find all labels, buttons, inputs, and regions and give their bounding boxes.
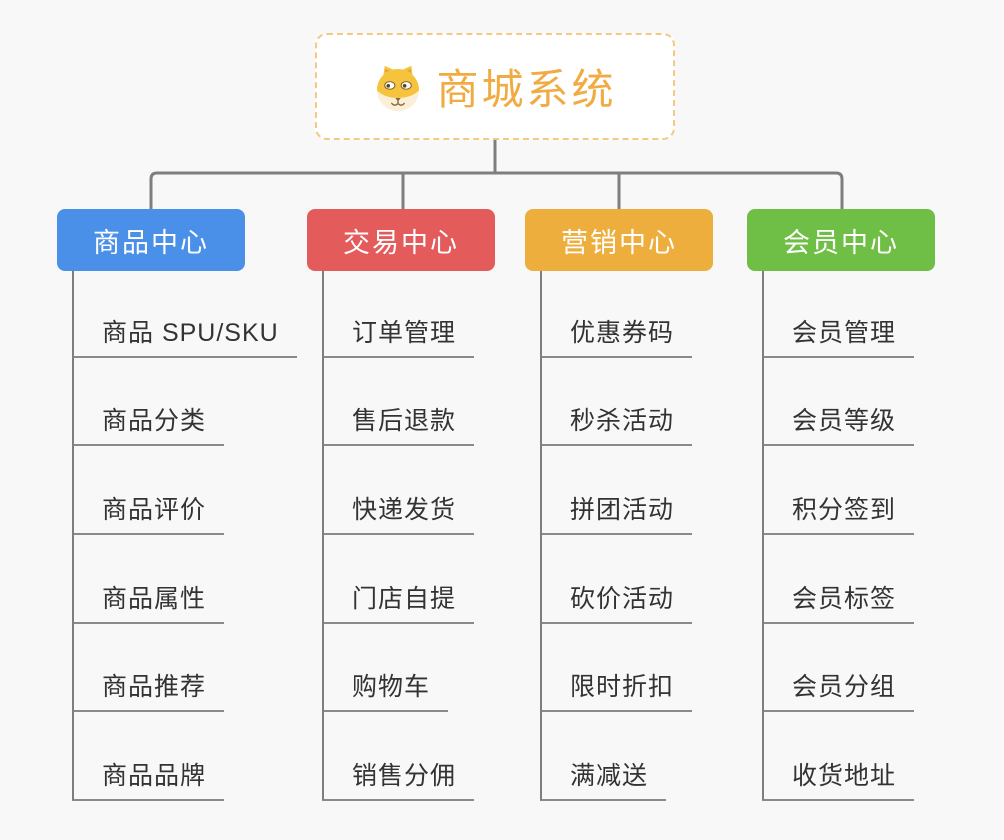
branch-node-label: 会员中心 <box>783 227 899 258</box>
mindmap-item-label[interactable]: 会员标签 <box>762 579 915 624</box>
mindmap-item-label[interactable]: 商品推荐 <box>72 667 225 713</box>
mindmap-item: 满减送 <box>540 714 785 803</box>
mindmap-item-label[interactable]: 商品评价 <box>72 490 225 536</box>
mindmap-item: 会员标签 <box>762 537 1004 626</box>
branch-node-member-center[interactable]: 会员中心 <box>747 209 935 271</box>
mindmap-item: 砍价活动 <box>540 537 785 626</box>
branch-spine-line <box>322 271 324 800</box>
branch-node-marketing-center[interactable]: 营销中心 <box>525 209 713 271</box>
mindmap-item: 订单管理 <box>322 271 567 360</box>
branch-spine-line <box>72 271 74 800</box>
mindmap-item-label[interactable]: 会员分组 <box>762 667 915 713</box>
branch-node-label: 商品中心 <box>93 227 209 258</box>
mindmap-item-label[interactable]: 砍价活动 <box>540 579 693 624</box>
mindmap-item-label[interactable]: 购物车 <box>322 667 449 713</box>
mindmap-item: 秒杀活动 <box>540 360 785 449</box>
mindmap-item: 商品品牌 <box>72 714 317 803</box>
mindmap-item-label[interactable]: 会员等级 <box>762 401 915 447</box>
branch-member-center: 会员中心 会员管理 会员等级 积分签到 会员标签 会员分组 收货地址 <box>747 209 1004 803</box>
mindmap-item-label[interactable]: 积分签到 <box>762 490 915 536</box>
mindmap-item: 商品属性 <box>72 537 317 626</box>
mindmap-item-label[interactable]: 商品分类 <box>72 401 225 447</box>
mindmap-item-label[interactable]: 订单管理 <box>322 313 475 358</box>
mindmap-item: 购物车 <box>322 626 567 715</box>
mindmap-item-label[interactable]: 拼团活动 <box>540 490 693 536</box>
mindmap-item-label[interactable]: 收货地址 <box>762 756 915 802</box>
mindmap-item: 门店自提 <box>322 537 567 626</box>
mindmap-item: 商品 SPU/SKU <box>72 271 317 360</box>
branch-marketing-center: 营销中心 优惠券码 秒杀活动 拼团活动 砍价活动 限时折扣 满减送 <box>525 209 785 803</box>
branch-spine-line <box>762 271 764 800</box>
branch-trade-center: 交易中心 订单管理 售后退款 快递发货 门店自提 购物车 销售分佣 <box>307 209 567 803</box>
mindmap-item: 销售分佣 <box>322 714 567 803</box>
mindmap-item: 会员等级 <box>762 360 1004 449</box>
mindmap-item-label[interactable]: 门店自提 <box>322 579 475 624</box>
mindmap-item-label[interactable]: 秒杀活动 <box>540 401 693 447</box>
branch-spine-line <box>540 271 542 800</box>
mindmap-item: 优惠券码 <box>540 271 785 360</box>
mindmap-item: 会员分组 <box>762 626 1004 715</box>
mindmap-item: 拼团活动 <box>540 448 785 537</box>
mindmap-item: 商品评价 <box>72 448 317 537</box>
mindmap-item: 快递发货 <box>322 448 567 537</box>
mindmap-item: 限时折扣 <box>540 626 785 715</box>
branch-product-center: 商品中心 商品 SPU/SKU 商品分类 商品评价 商品属性 商品推荐 商品品牌 <box>57 209 317 803</box>
branch-node-trade-center[interactable]: 交易中心 <box>307 209 495 271</box>
branch-node-label: 交易中心 <box>343 227 459 258</box>
branch-node-label: 营销中心 <box>561 227 677 258</box>
mindmap-item-label[interactable]: 满减送 <box>540 756 667 802</box>
branch-item-list: 订单管理 售后退款 快递发货 门店自提 购物车 销售分佣 <box>322 271 567 803</box>
mindmap-item-label[interactable]: 商品 SPU/SKU <box>72 313 297 358</box>
root-node-label: 商城系统 <box>436 66 617 113</box>
mindmap-item-label[interactable]: 优惠券码 <box>540 313 693 358</box>
branch-item-list: 会员管理 会员等级 积分签到 会员标签 会员分组 收货地址 <box>762 271 1004 803</box>
mindmap-item: 收货地址 <box>762 714 1004 803</box>
mindmap-item: 商品推荐 <box>72 626 317 715</box>
mindmap-item: 售后退款 <box>322 360 567 449</box>
dog-face-icon <box>377 65 420 111</box>
branch-item-list: 优惠券码 秒杀活动 拼团活动 砍价活动 限时折扣 满减送 <box>540 271 785 803</box>
root-node-mall-system[interactable]: 商城系统 <box>315 33 675 140</box>
mindmap-item: 商品分类 <box>72 360 317 449</box>
mindmap-item-label[interactable]: 会员管理 <box>762 313 915 358</box>
branch-node-product-center[interactable]: 商品中心 <box>57 209 245 271</box>
mindmap-item-label[interactable]: 快递发货 <box>322 490 475 536</box>
mindmap-item-label[interactable]: 限时折扣 <box>540 667 693 713</box>
mindmap-item-label[interactable]: 商品品牌 <box>72 756 225 802</box>
mindmap-item-label[interactable]: 售后退款 <box>322 401 475 447</box>
mindmap-item: 会员管理 <box>762 271 1004 360</box>
mindmap-item-label[interactable]: 销售分佣 <box>322 756 475 802</box>
mindmap-item: 积分签到 <box>762 448 1004 537</box>
mindmap-item-label[interactable]: 商品属性 <box>72 579 225 624</box>
branch-item-list: 商品 SPU/SKU 商品分类 商品评价 商品属性 商品推荐 商品品牌 <box>72 271 317 803</box>
